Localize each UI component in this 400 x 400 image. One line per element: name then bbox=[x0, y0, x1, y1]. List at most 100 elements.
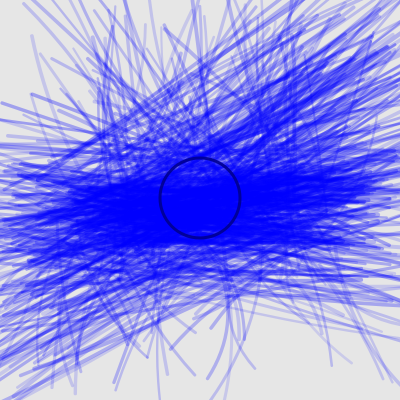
blue-ray-line bbox=[48, 98, 400, 228]
blue-ray-line bbox=[152, 179, 277, 248]
blue-ray-line bbox=[0, 228, 394, 303]
blue-ray-line bbox=[148, 214, 322, 239]
blue-ray-line bbox=[119, 195, 299, 212]
blue-ray-line bbox=[73, 246, 106, 396]
blue-ray-line bbox=[1, 154, 399, 400]
blue-ray-line bbox=[132, 199, 284, 231]
blue-ray-line bbox=[286, 222, 334, 367]
blue-ray-line bbox=[63, 170, 335, 220]
blue-ray-line bbox=[34, 128, 400, 266]
blue-ray-line bbox=[37, 107, 366, 229]
blue-ray-line bbox=[7, 163, 392, 255]
blue-ray-line bbox=[0, 192, 400, 222]
blue-ray-line bbox=[1, 192, 392, 222]
blue-ray-line bbox=[75, 253, 142, 348]
blue-ray-line bbox=[121, 72, 347, 215]
blue-ray-line bbox=[147, 185, 391, 210]
blue-ray-line bbox=[98, 0, 238, 206]
blue-ray-line bbox=[82, 79, 175, 208]
blue-ray-line bbox=[134, 174, 297, 254]
blue-ray-line bbox=[97, 90, 159, 275]
blue-ray-line bbox=[133, 167, 220, 189]
blue-ray-line bbox=[2, 161, 377, 183]
blue-ray-line bbox=[0, 93, 400, 335]
blue-ray-line bbox=[194, 40, 373, 229]
blue-ray-line bbox=[20, 145, 400, 294]
blue-ray-line bbox=[129, 22, 400, 180]
blue-ray-line bbox=[318, 262, 400, 327]
blue-ray-line bbox=[127, 187, 278, 254]
blue-ray-line bbox=[124, 185, 288, 202]
blue-ray-line bbox=[61, 0, 353, 159]
blue-ray-line bbox=[217, 44, 400, 251]
blue-ray-line bbox=[3, 236, 400, 263]
blue-ray-line bbox=[137, 43, 397, 248]
blue-ray-line bbox=[190, 39, 365, 224]
blue-ray-line bbox=[17, 14, 305, 236]
blue-ray-line bbox=[44, 199, 400, 224]
blue-ray-line bbox=[11, 188, 366, 205]
blue-ray-line bbox=[20, 161, 341, 202]
blue-ray-line bbox=[55, 232, 400, 281]
blue-ray-line bbox=[11, 162, 356, 247]
blue-ray-line bbox=[30, 149, 370, 263]
blue-ray-line bbox=[11, 228, 369, 252]
blue-ray-line bbox=[0, 48, 377, 261]
blue-ray-line bbox=[162, 210, 231, 216]
blue-ray-line bbox=[74, 201, 220, 229]
blue-ray-line bbox=[144, 184, 236, 249]
blue-ray-line bbox=[0, 234, 374, 246]
blue-ray-line bbox=[56, 162, 351, 300]
blue-ray-line bbox=[34, 152, 389, 206]
blue-ray-line bbox=[35, 129, 371, 190]
blue-ray-line bbox=[10, 279, 400, 289]
blue-ray-line bbox=[32, 214, 355, 371]
blue-ray-line bbox=[317, 31, 375, 211]
blue-ray-line bbox=[0, 227, 378, 249]
blue-ray-line bbox=[283, 0, 305, 238]
blue-ray-line bbox=[160, 26, 216, 265]
blue-ray-line bbox=[41, 77, 400, 241]
blue-ray-line bbox=[93, 45, 390, 196]
blue-ray-line bbox=[243, 3, 288, 255]
blue-ray-line bbox=[115, 196, 318, 239]
blue-ray-line bbox=[90, 164, 264, 228]
blue-ray-line bbox=[0, 101, 370, 225]
blue-ray-line bbox=[0, 44, 389, 235]
blue-ray-line bbox=[65, 37, 348, 223]
blue-ray-line bbox=[3, 147, 400, 173]
blue-ray-line bbox=[0, 180, 362, 226]
blue-ray-line bbox=[51, 161, 333, 226]
blue-ray-line bbox=[0, 143, 339, 239]
blue-ray-line bbox=[0, 144, 344, 186]
blue-ray-line bbox=[139, 75, 270, 237]
blue-ray-line bbox=[14, 204, 345, 318]
blue-ray-line bbox=[0, 116, 400, 210]
blue-ray-line bbox=[145, 69, 287, 269]
blue-ray-line bbox=[75, 224, 256, 236]
blue-ray-line bbox=[120, 264, 196, 300]
blue-ray-line bbox=[0, 98, 358, 314]
blue-ray-line bbox=[185, 34, 373, 244]
blue-ray-line bbox=[73, 176, 385, 194]
blue-ray-line bbox=[194, 241, 289, 316]
blue-ray-line bbox=[38, 52, 204, 285]
blue-ray-line bbox=[9, 227, 351, 301]
blue-ray-line bbox=[154, 0, 299, 229]
blue-ray-line bbox=[130, 184, 329, 213]
blue-ray-line bbox=[98, 167, 269, 227]
blue-ray-line bbox=[66, 0, 364, 159]
blue-ray-line bbox=[1, 264, 400, 333]
blue-ray-line bbox=[205, 266, 230, 381]
blue-ray-line bbox=[0, 149, 400, 323]
blue-ray-line bbox=[190, 0, 230, 282]
blue-ray-line bbox=[85, 51, 183, 193]
blue-ray-line bbox=[0, 195, 400, 205]
blue-ray-line bbox=[36, 0, 298, 207]
blue-ray-line bbox=[112, 0, 322, 240]
blue-ray-line bbox=[230, 55, 320, 281]
blue-ray-line bbox=[0, 174, 344, 189]
blue-ray-line bbox=[50, 83, 399, 202]
blue-ray-line bbox=[112, 183, 249, 245]
